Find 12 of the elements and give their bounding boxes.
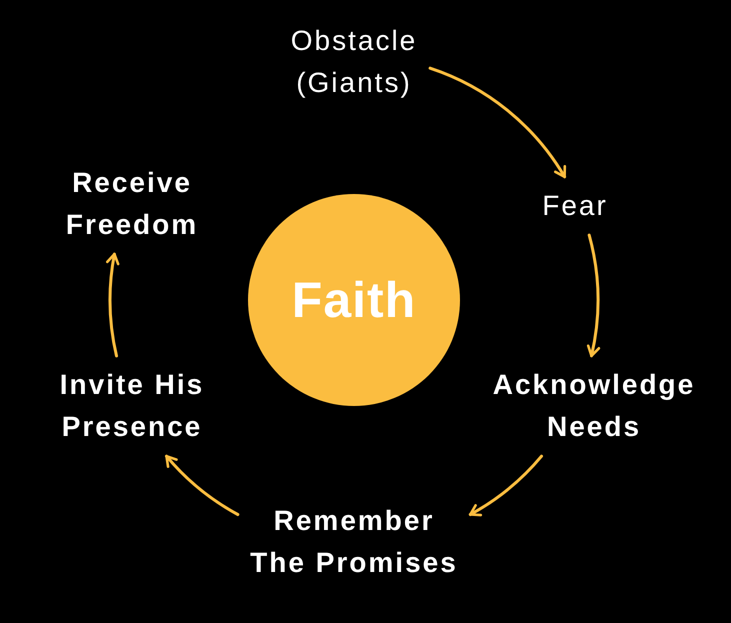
step-label: Fear: [542, 185, 608, 227]
step-label: Acknowledge Needs: [488, 364, 700, 448]
curved-arrow: [106, 252, 120, 358]
curved-arrow: [165, 454, 240, 516]
step-label: Remember The Promises: [246, 500, 462, 584]
curved-arrow: [468, 454, 543, 516]
curved-arrow: [428, 66, 566, 178]
step-label: Obstacle (Giants): [286, 20, 422, 104]
curved-arrow: [586, 234, 600, 358]
circle-label: Faith: [292, 272, 416, 328]
step-label: Invite His Presence: [55, 364, 209, 448]
step-label: Receive Freedom: [62, 162, 202, 246]
